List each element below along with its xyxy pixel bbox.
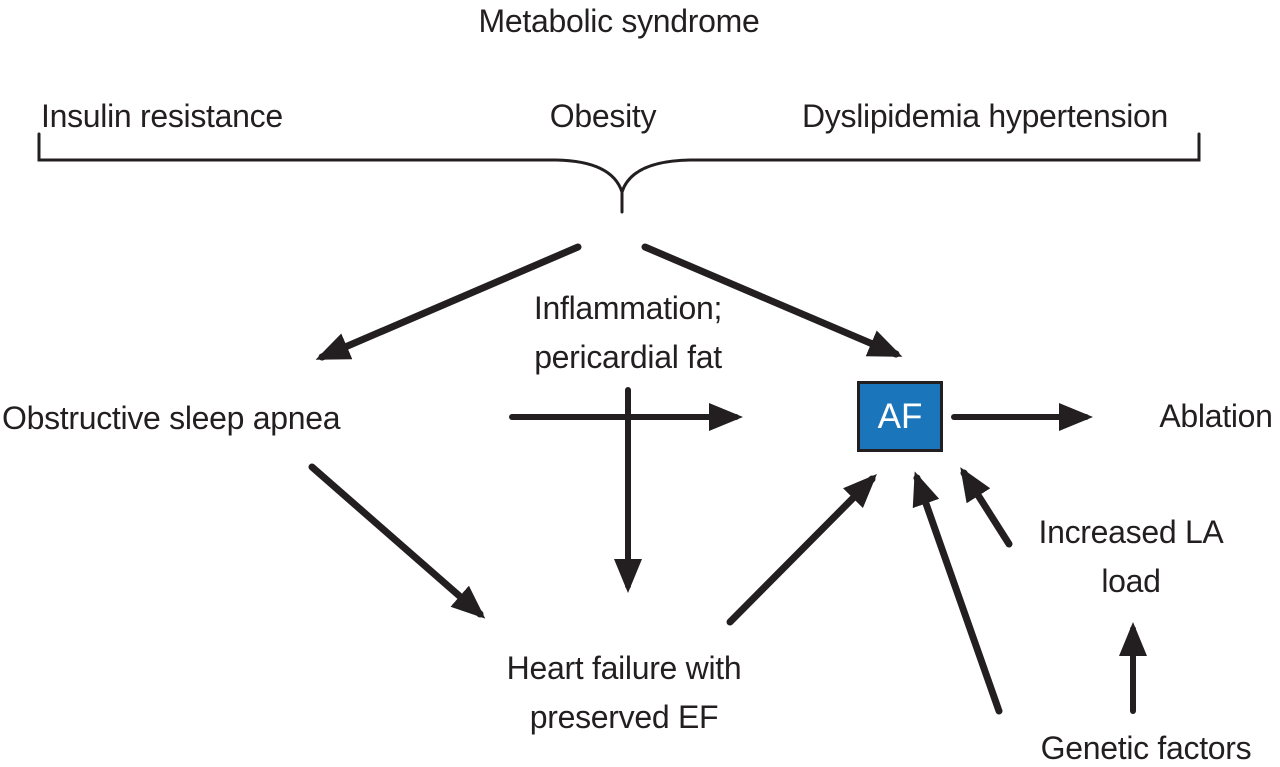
node-obstructive-sleep-apnea: Obstructive sleep apnea <box>2 400 341 436</box>
brace-metabolic-components <box>37 132 1201 214</box>
figure-title: Metabolic syndrome <box>478 3 760 39</box>
af-label: AF <box>877 396 923 436</box>
node-dyslipidemia-hypertension: Dyslipidemia hypertension <box>801 98 1169 134</box>
heart-failure-line2: preserved EF <box>529 699 719 735</box>
node-increased-la-load: Increased LA load <box>1039 508 1224 606</box>
inflammation-line2: pericardial fat <box>534 339 722 375</box>
node-genetic-factors: Genetic factors <box>1040 730 1252 766</box>
arrow-la-load-to-af <box>960 467 1013 548</box>
la-load-line2: load <box>1101 563 1161 599</box>
arrow-brace-to-af <box>641 243 903 358</box>
arrow-brace-to-osa <box>315 243 582 361</box>
arrow-osa-to-heart-failure <box>308 463 486 619</box>
node-af-box: AF <box>857 381 943 452</box>
node-insulin-resistance: Insulin resistance <box>41 98 283 134</box>
node-heart-failure-preserved-ef: Heart failure with preserved EF <box>507 644 742 742</box>
node-inflammation-pericardial-fat: Inflammation; pericardial fat <box>534 284 722 382</box>
inflammation-line1: Inflammation; <box>533 290 723 326</box>
node-obesity: Obesity <box>549 98 657 134</box>
arrow-genetic-to-af <box>912 471 1003 715</box>
la-load-line1: Increased LA <box>1038 514 1224 550</box>
arrow-heart-failure-to-af <box>726 474 877 626</box>
node-ablation: Ablation <box>1159 398 1273 434</box>
heart-failure-line1: Heart failure with <box>506 650 742 686</box>
